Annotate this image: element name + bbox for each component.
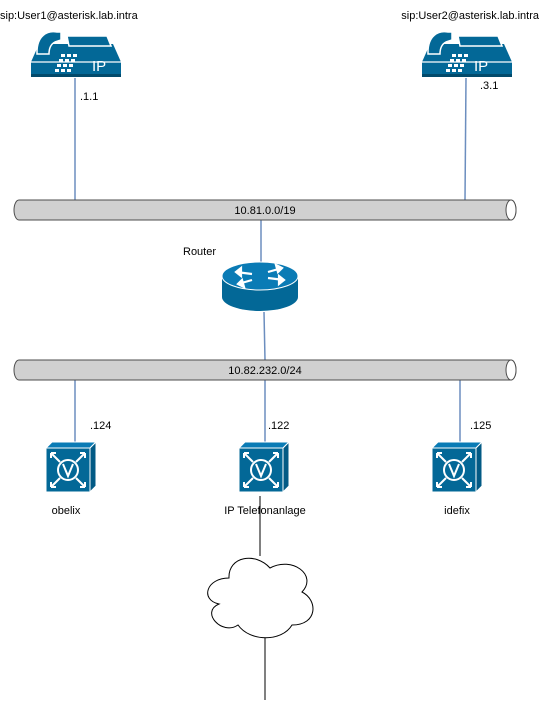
router-label: Router — [183, 246, 216, 258]
network-1-label: 10.81.0.0/19 — [234, 205, 295, 217]
phone-2-badge: IP — [474, 58, 488, 75]
phone-1-badge: IP — [92, 58, 106, 75]
voice-gateway-icon — [238, 441, 290, 493]
network-bus-2 — [13, 359, 517, 381]
phone-1-uri: sip:User1@asterisk.lab.intra — [0, 10, 139, 22]
link-phone2 — [464, 77, 467, 201]
voice-gateway-icon — [431, 441, 483, 493]
phone-2-uri: sip:User2@asterisk.lab.intra — [401, 10, 540, 22]
ip-telefonanlage-label: IP Telefonanlage — [224, 505, 306, 517]
ip-phone-icon: IP — [421, 30, 513, 78]
phone-1-addr: .1.1 — [80, 91, 98, 103]
obelix-label: obelix — [52, 505, 81, 517]
voice-gateway-icon — [45, 441, 97, 493]
link-router-net2 — [263, 311, 266, 361]
cloud-icon — [207, 557, 314, 639]
network-bus-1 — [13, 199, 517, 221]
network-2-label: 10.82.232.0/24 — [228, 365, 301, 377]
link-lines — [74, 77, 467, 442]
ip-phone-icon: IP — [30, 30, 122, 78]
idefix-addr: .125 — [470, 420, 491, 432]
phone-2-addr: .3.1 — [480, 80, 498, 92]
uplink-lines — [259, 496, 266, 700]
router-icon — [221, 261, 299, 311]
idefix-label: idefix — [444, 505, 470, 517]
ip-telefonanlage-addr: .122 — [268, 420, 289, 432]
obelix-addr: .124 — [90, 420, 111, 432]
